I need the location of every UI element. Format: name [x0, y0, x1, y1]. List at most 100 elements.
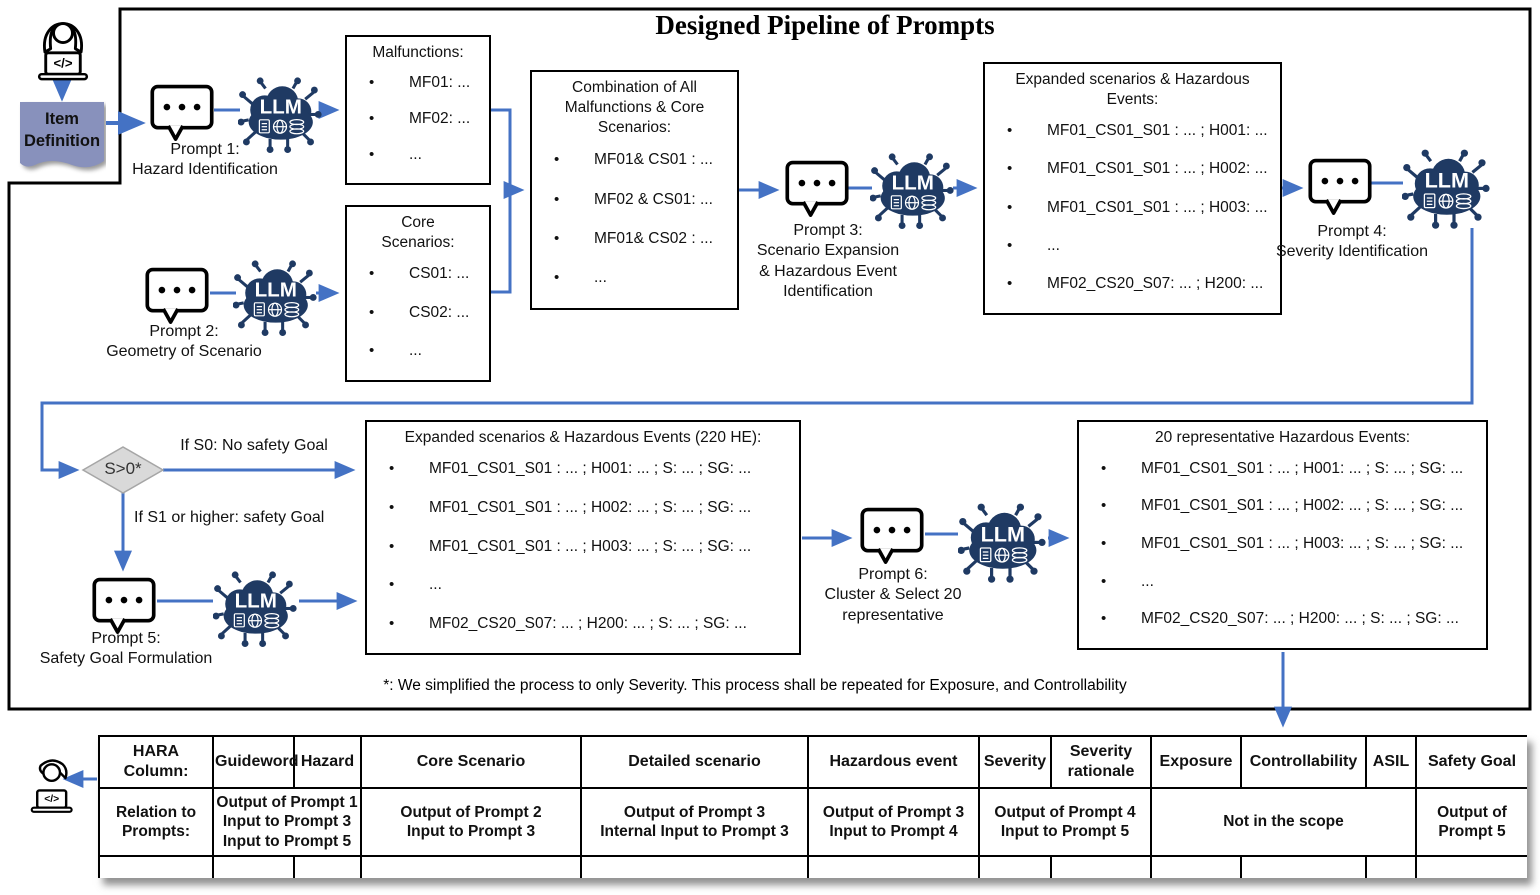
llm1: LLM	[238, 72, 322, 160]
relation-severity: Output of Prompt 4 Input to Prompt 5	[978, 787, 1152, 857]
core-scenarios-box: Core Scenarios: •CS01: ... •CS02: ... •.…	[345, 205, 491, 382]
globe-icon	[904, 195, 920, 210]
llm5: LLM	[213, 566, 297, 654]
col-controllability: Controllability	[1240, 735, 1367, 789]
llm-text: LLM	[981, 522, 1025, 547]
prompt5-bubble	[92, 577, 156, 636]
expanded-220-box: Expanded scenarios & Hazardous Events (2…	[365, 420, 801, 655]
chat-bubble-icon	[92, 577, 156, 634]
combination-list: •MF01& CS01 : ... •MF02 & CS01: ... •MF0…	[536, 138, 733, 304]
relation-core-scenario: Output of Prompt 2 Input to Prompt 3	[360, 787, 582, 857]
branch-s1-label: If S1 or higher: safety Goal	[134, 509, 325, 526]
prompt3-bubble	[785, 160, 849, 219]
empty-cell	[293, 855, 362, 878]
prompt2-label: Prompt 2: Geometry of Scenario	[106, 323, 262, 361]
database-icon	[1455, 193, 1472, 210]
llm-text: LLM	[255, 279, 297, 302]
list-item: •...	[389, 576, 442, 594]
globe-icon	[1438, 193, 1454, 209]
globe-icon	[272, 119, 288, 134]
table-header-row: HARA Column: Guideword Hazard Core Scena…	[98, 735, 1527, 789]
list-item: •MF01_CS01_S01 : ... ; H002: ... ; S: ..…	[1101, 497, 1464, 515]
col-safety-goal: Safety Goal	[1415, 735, 1527, 789]
database-icon	[289, 119, 305, 135]
col-detailed-scenario: Detailed scenario	[580, 735, 809, 789]
prompt5-label: Prompt 5: Safety Goal Formulation	[39, 630, 213, 668]
empty-cell	[212, 855, 295, 878]
figure-title: Designed Pipeline of Prompts	[655, 10, 995, 40]
llm-cloud-icon: LLM	[233, 260, 317, 337]
document-icon	[253, 302, 265, 317]
list-item: •MF02 & CS01: ...	[554, 190, 713, 208]
prompt1-bubble	[150, 84, 214, 143]
item-definition-label: Item Definition	[23, 110, 101, 151]
list-item: •MF02_CS20_S07: ... ; H200: ... ; S: ...…	[389, 614, 747, 632]
list-item: •MF01_CS01_S01 : ... ; H001: ... ; S: ..…	[1101, 459, 1464, 477]
prompt6-bubble	[860, 507, 924, 566]
list-item: •MF01: ...	[369, 74, 471, 92]
list-item: •MF01_CS01_S01 : ... ; H003: ... ; S: ..…	[389, 537, 752, 555]
chat-bubble-icon	[860, 507, 924, 564]
prompt4-label: Prompt 4: Severity Identification	[1275, 223, 1429, 261]
database-icon	[264, 613, 280, 629]
chat-bubble-icon	[785, 160, 849, 217]
list-item: •MF01_CS01_S01 : ... ; H001: ...	[1007, 122, 1268, 140]
llm-text: LLM	[260, 96, 302, 119]
document-icon	[890, 195, 902, 210]
list-item: •MF01_CS01_S01 : ... ; H002: ...	[1007, 160, 1268, 178]
empty-cell	[98, 855, 214, 878]
relation-not-in-scope: Not in the scope	[1150, 787, 1417, 857]
hara-table-wrapper: HARA Column: Guideword Hazard Core Scena…	[98, 735, 1527, 878]
relation-hazardous-event: Output of Prompt 3 Input to Prompt 4	[807, 787, 980, 857]
relation-row-label: Relation to Prompts:	[98, 787, 214, 857]
llm-text: LLM	[892, 172, 934, 195]
llm-text: LLM	[235, 590, 277, 613]
col-guideword: Guideword	[212, 735, 299, 789]
database-icon	[921, 195, 937, 211]
document-icon	[1423, 193, 1436, 209]
list-item: •MF01_CS01_S01 : ... ; H003: ...	[1007, 198, 1268, 216]
expanded-220-list: •MF01_CS01_S01 : ... ; H001: ... ; S: ..…	[371, 448, 795, 649]
representative-20-list: •MF01_CS01_S01 : ... ; H001: ... ; S: ..…	[1083, 448, 1482, 644]
expanded-220-title: Expanded scenarios & Hazardous Events (2…	[404, 429, 762, 446]
list-item: •MF01& CS01 : ...	[554, 151, 713, 169]
llm-text: LLM	[1425, 168, 1469, 193]
prompt1-label: Prompt 1: Hazard Identification	[132, 141, 278, 179]
list-item: •MF02_CS20_S07: ... ; H200: ... ; S: ...…	[1101, 610, 1459, 628]
empty-cell	[1050, 855, 1152, 878]
malfunctions-list: •MF01: ... •MF02: ... •...	[351, 63, 485, 179]
relation-detailed-scenario: Output of Prompt 3 Internal Input to Pro…	[580, 787, 809, 857]
llm6: LLM	[958, 500, 1046, 588]
list-item: •...	[369, 146, 422, 164]
list-item: •MF01& CS02 : ...	[554, 229, 713, 247]
branch-s0-label: If S0: No safety Goal	[180, 437, 328, 454]
corner-label-cell: HARA Column:	[98, 735, 214, 789]
list-item: •CS02: ...	[369, 303, 470, 321]
list-item: •MF01_CS01_S01 : ... ; H003: ... ; S: ..…	[1101, 535, 1464, 553]
empty-cell	[1240, 855, 1367, 878]
list-item: •...	[1007, 236, 1060, 254]
list-item: •MF01_CS01_S01 : ... ; H001: ... ; S: ..…	[389, 460, 752, 478]
combination-box: Combination of All Malfunctions & Core S…	[530, 70, 739, 310]
chat-bubble-icon	[1308, 158, 1372, 215]
database-icon	[284, 302, 300, 318]
empty-cell	[1415, 855, 1527, 878]
chat-bubble-icon	[145, 267, 209, 324]
document-icon	[258, 119, 270, 134]
globe-icon	[994, 547, 1010, 563]
col-hazard: Hazard	[293, 735, 362, 789]
list-item: •MF02_CS20_S07: ... ; H200: ...	[1007, 274, 1264, 292]
combination-title: Combination of All Malfunctions & Core S…	[564, 79, 705, 137]
list-item: •CS01: ...	[369, 265, 470, 283]
engineer-at-laptop-icon: </>	[26, 4, 100, 86]
globe-icon	[267, 302, 283, 317]
table-empty-row	[98, 855, 1527, 878]
llm2: LLM	[233, 255, 317, 343]
malfunctions-title: Malfunctions:	[372, 44, 464, 61]
empty-cell	[360, 855, 582, 878]
expanded-events-box: Expanded scenarios & Hazardous Events: •…	[983, 62, 1282, 315]
decision-label: S>0*	[104, 459, 142, 478]
llm-cloud-icon: LLM	[213, 571, 297, 648]
list-item: •...	[369, 341, 422, 359]
document-icon	[233, 613, 245, 628]
